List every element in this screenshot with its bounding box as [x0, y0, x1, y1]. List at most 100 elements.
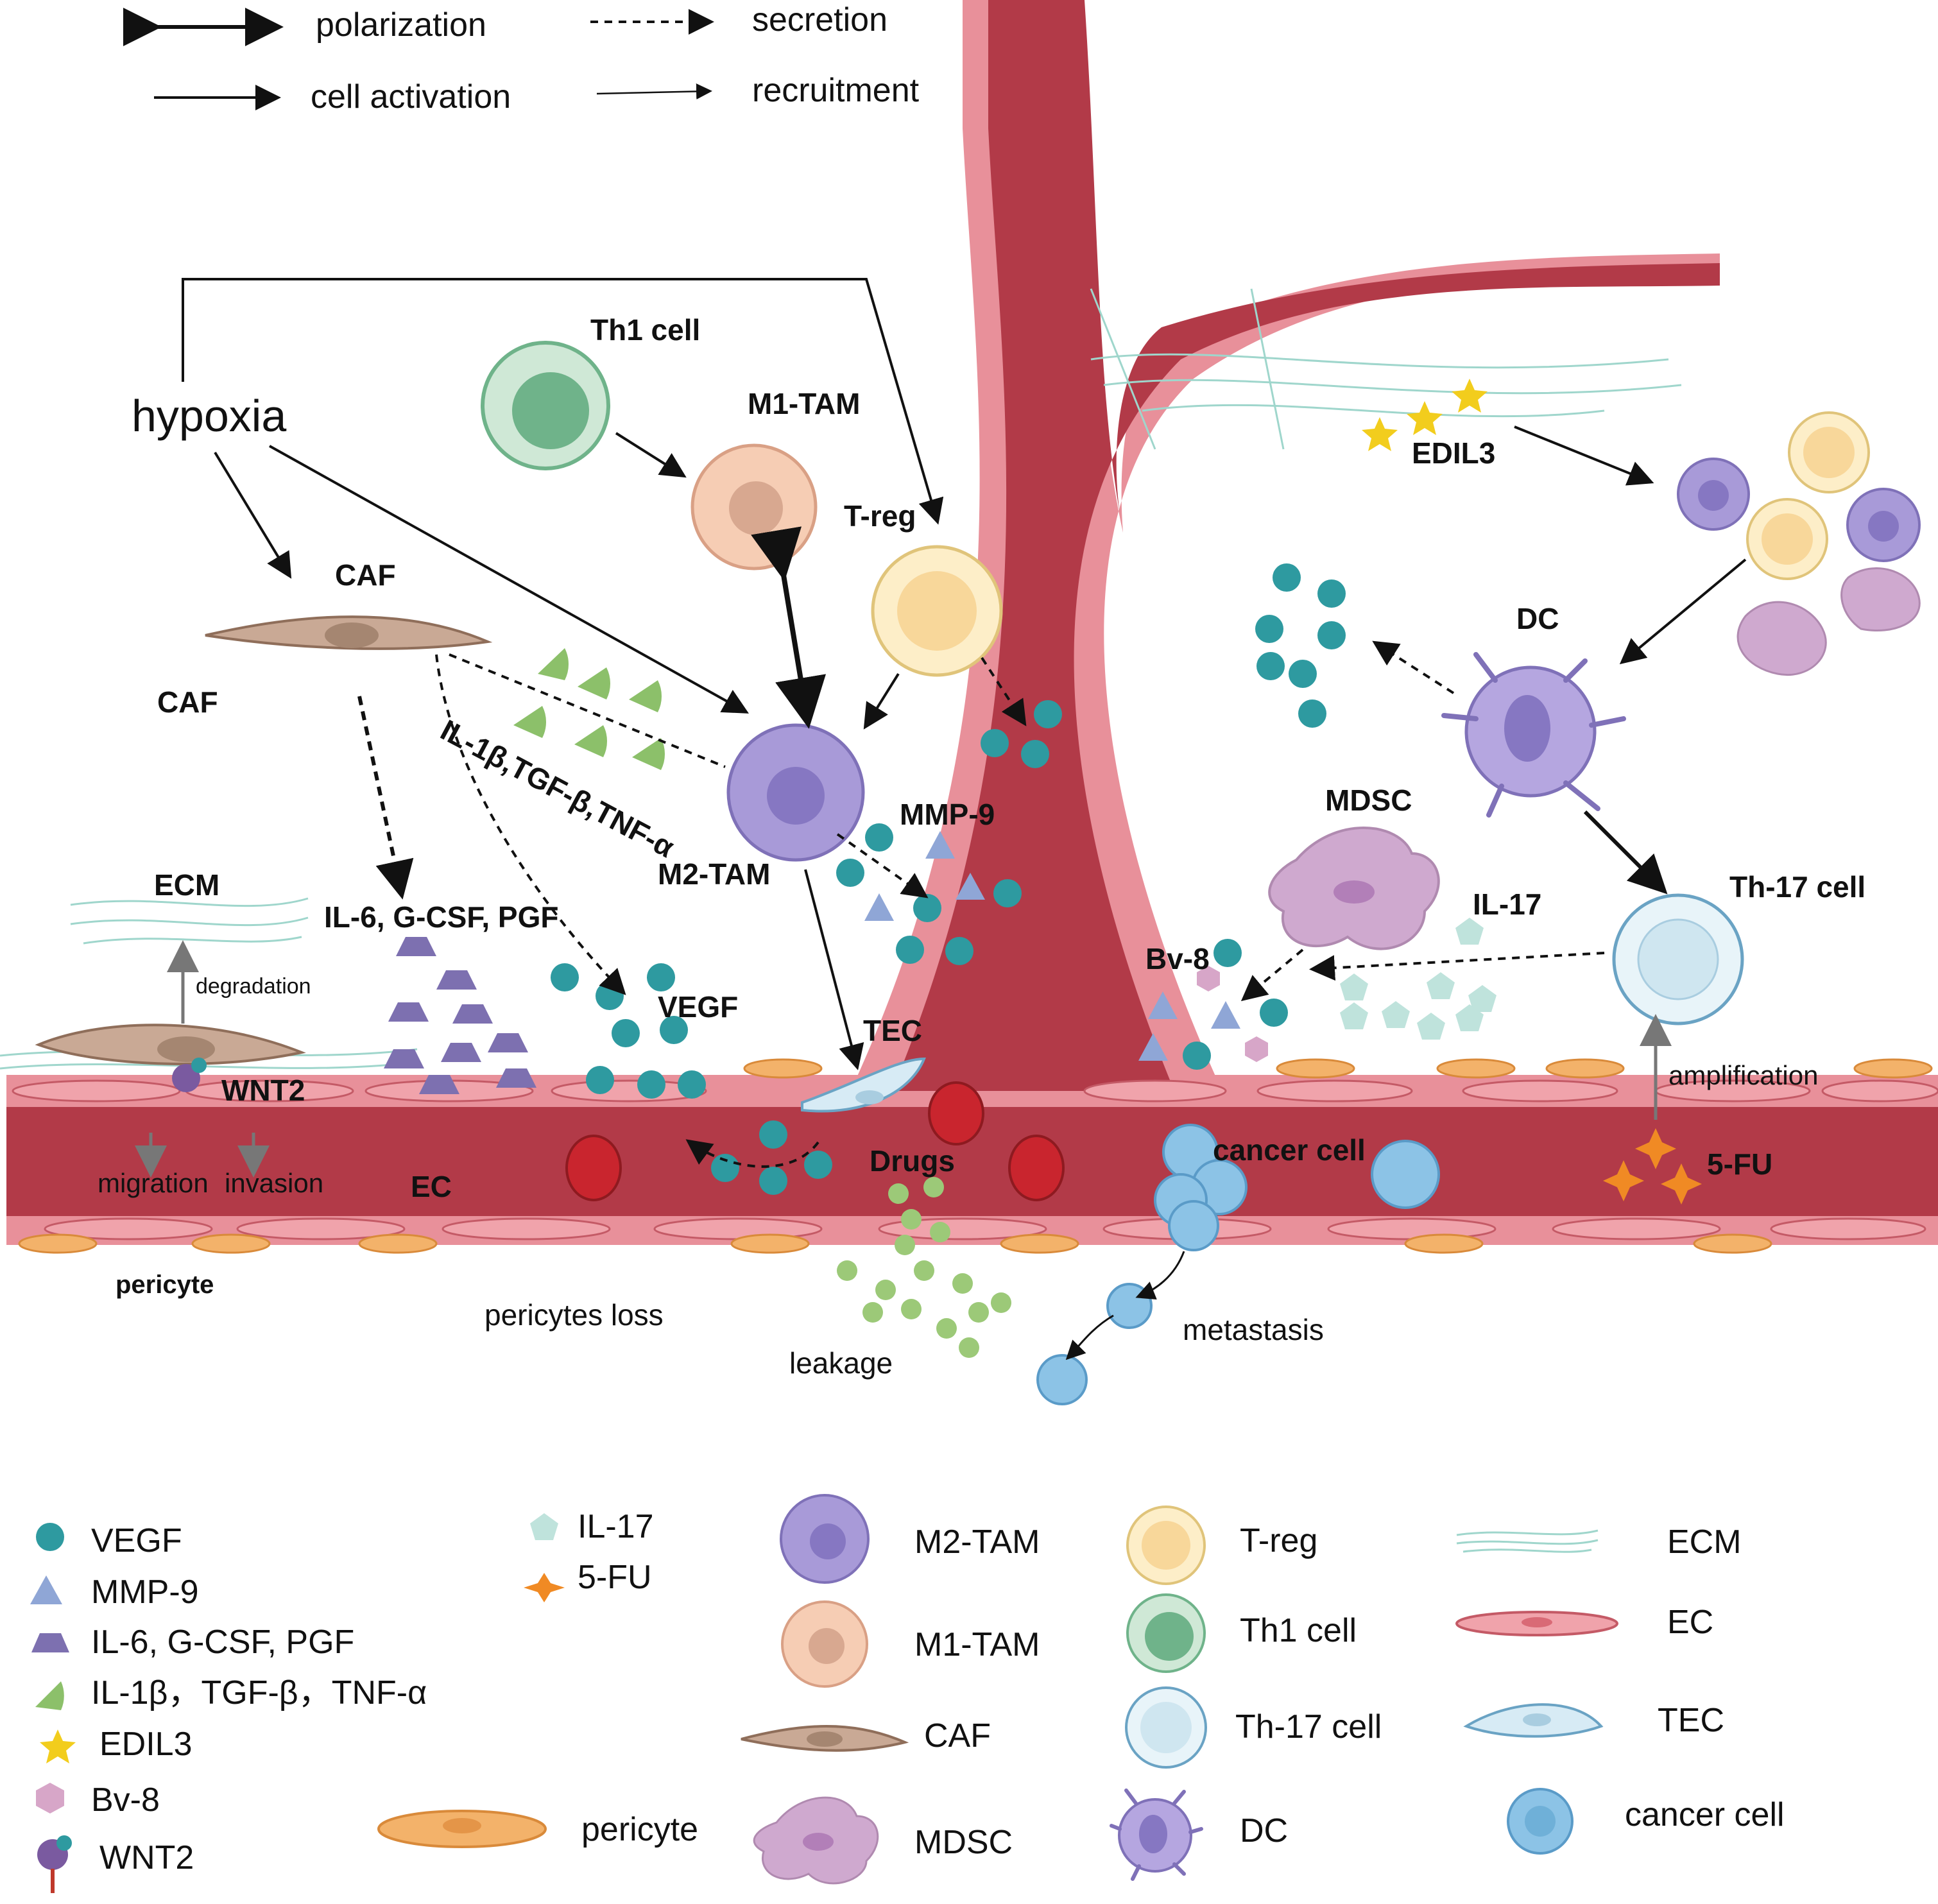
legend-il6-label: IL-6, G-CSF, PGF: [91, 1624, 354, 1661]
grey-arrows: [135, 940, 1672, 1178]
legend-edil3-swatch: [40, 1729, 76, 1763]
legend-m2-tam-label: M2-TAM: [914, 1523, 1040, 1561]
legend-tec-swatch: [1463, 1703, 1604, 1738]
th17-cell: [1612, 893, 1744, 1025]
legend-secretion-label: secretion: [752, 1, 888, 39]
legend-ecm-label: ECM: [1667, 1523, 1742, 1561]
legend-ec-swatch: [1455, 1611, 1618, 1636]
il6-gcsf-pgf-label: IL-6, G-CSF, PGF: [324, 900, 558, 934]
five-fu-molecules: [1603, 1128, 1702, 1205]
vegf-molecules: [551, 563, 1346, 1195]
il1b-molecules: [513, 648, 665, 770]
cancer-cells: [1036, 1124, 1440, 1405]
legend-cancer-cell-swatch: [1507, 1788, 1574, 1855]
recruited-cells-cluster: [1677, 411, 1921, 676]
five-fu-label: 5-FU: [1707, 1147, 1772, 1181]
bv8-label: Bv-8: [1145, 942, 1210, 975]
m2-tam-cell: [726, 723, 865, 862]
vessel-branch-lumen: [892, 0, 1720, 1091]
legend-5fu-swatch: [524, 1573, 565, 1602]
legend-th1-swatch: [1126, 1593, 1206, 1673]
tec-label: TEC: [863, 1014, 922, 1047]
legend-dc-label: DC: [1240, 1812, 1288, 1849]
mmp9-molecules: [864, 831, 1240, 1061]
pericyte-label: pericyte: [116, 1271, 214, 1299]
legend-mdsc-swatch: [753, 1796, 879, 1885]
th1-cell-label: Th1 cell: [590, 313, 700, 347]
migration-label: migration: [98, 1168, 209, 1198]
tec-cell: [801, 1057, 926, 1113]
legend-caf-label: CAF: [924, 1717, 991, 1754]
legend-bv8-label: Bv-8: [91, 1781, 160, 1819]
top-legend: polarization secretion cell activation r…: [123, 1, 920, 116]
il6-molecules: [384, 937, 536, 1094]
m2-tam-label: M2-TAM: [658, 857, 770, 891]
legend-cell-activation-label: cell activation: [311, 78, 511, 116]
drug-particles: [837, 1177, 1011, 1358]
leakage-label: leakage: [789, 1346, 893, 1380]
invasion-label: invasion: [225, 1168, 323, 1198]
legend-pericyte-swatch: [377, 1810, 547, 1848]
legend-pericyte-label: pericyte: [581, 1811, 698, 1848]
m1-tam-cell: [690, 443, 818, 570]
legend-vegf-label: VEGF: [91, 1522, 182, 1559]
legend-polarization-label: polarization: [316, 6, 486, 44]
mdsc-cell: [1268, 827, 1440, 950]
cancer-cell-label: cancer cell: [1213, 1133, 1366, 1167]
vegf-label: VEGF: [658, 990, 738, 1024]
hypoxia-label: hypoxia: [132, 391, 286, 441]
il1b-tgfb-tnfa-label: IL-1β,TGF-β,TNF-α: [435, 713, 680, 864]
legend-caf-swatch: [741, 1725, 909, 1752]
th1-cell: [481, 341, 610, 470]
legend-m1-tam-swatch: [781, 1600, 868, 1688]
t-reg-label: T-reg: [844, 499, 916, 533]
legend-mmp9-label: MMP-9: [91, 1574, 199, 1611]
wnt2-label: WNT2: [221, 1074, 305, 1107]
legend-wnt2-label: WNT2: [99, 1839, 194, 1876]
legend-ec-label: EC: [1667, 1604, 1713, 1641]
m1-tam-label: M1-TAM: [748, 387, 860, 420]
ec-label: EC: [411, 1170, 452, 1203]
legend-m2-tam-swatch: [780, 1494, 870, 1584]
th17-cell-label: Th-17 cell: [1729, 870, 1865, 904]
metastasis-label: metastasis: [1183, 1313, 1324, 1346]
legend-il1b-swatch: [35, 1681, 64, 1710]
legend-recruitment-label: recruitment: [752, 72, 920, 109]
legend-dc-swatch: [1110, 1788, 1203, 1881]
edil3-label: EDIL3: [1412, 436, 1495, 470]
legend-tec-label: TEC: [1658, 1702, 1724, 1739]
legend-t-reg-swatch: [1126, 1505, 1206, 1585]
legend-edil3-label: EDIL3: [99, 1726, 193, 1763]
legend-il17-swatch: [530, 1513, 558, 1540]
legend-th1-label: Th1 cell: [1240, 1612, 1357, 1649]
caf-cell: [205, 615, 493, 650]
legend-mdsc-label: MDSC: [914, 1824, 1013, 1861]
blood-vessel: [6, 0, 1938, 1254]
legend-ecm-swatch: [1456, 1529, 1599, 1553]
t-reg-cell: [871, 545, 1003, 677]
caf-left-label: CAF: [157, 685, 218, 719]
il17-label: IL-17: [1473, 888, 1541, 921]
degradation-label: degradation: [196, 974, 311, 999]
bottom-legend: VEGF MMP-9 IL-6, G-CSF, PGF IL-1β，TGF-β，…: [30, 1494, 1785, 1893]
edil3-molecules: [1362, 379, 1488, 451]
pathway-arrows: [182, 278, 1747, 1360]
mmp9-label: MMP-9: [900, 798, 995, 831]
legend-mmp9-swatch: [30, 1575, 62, 1604]
bv8-molecules: [1197, 966, 1268, 1062]
legend-il17-label: IL-17: [578, 1508, 654, 1545]
legend-bv8-swatch: [36, 1783, 64, 1814]
caf-top-label: CAF: [335, 558, 396, 592]
legend-vegf-swatch: [36, 1523, 64, 1551]
legend-t-reg-label: T-reg: [1240, 1522, 1317, 1559]
mdsc-label: MDSC: [1325, 784, 1412, 817]
dc-cell: [1441, 652, 1626, 818]
pericytes-loss-label: pericytes loss: [484, 1298, 664, 1332]
legend-m1-tam-label: M1-TAM: [914, 1626, 1040, 1663]
caf-wall-cell: [35, 1024, 306, 1092]
legend-il1b-label: IL-1β，TGF-β，TNF-α: [91, 1674, 427, 1711]
legend-wnt2-swatch: [37, 1835, 72, 1893]
drugs-label: Drugs: [870, 1144, 955, 1178]
